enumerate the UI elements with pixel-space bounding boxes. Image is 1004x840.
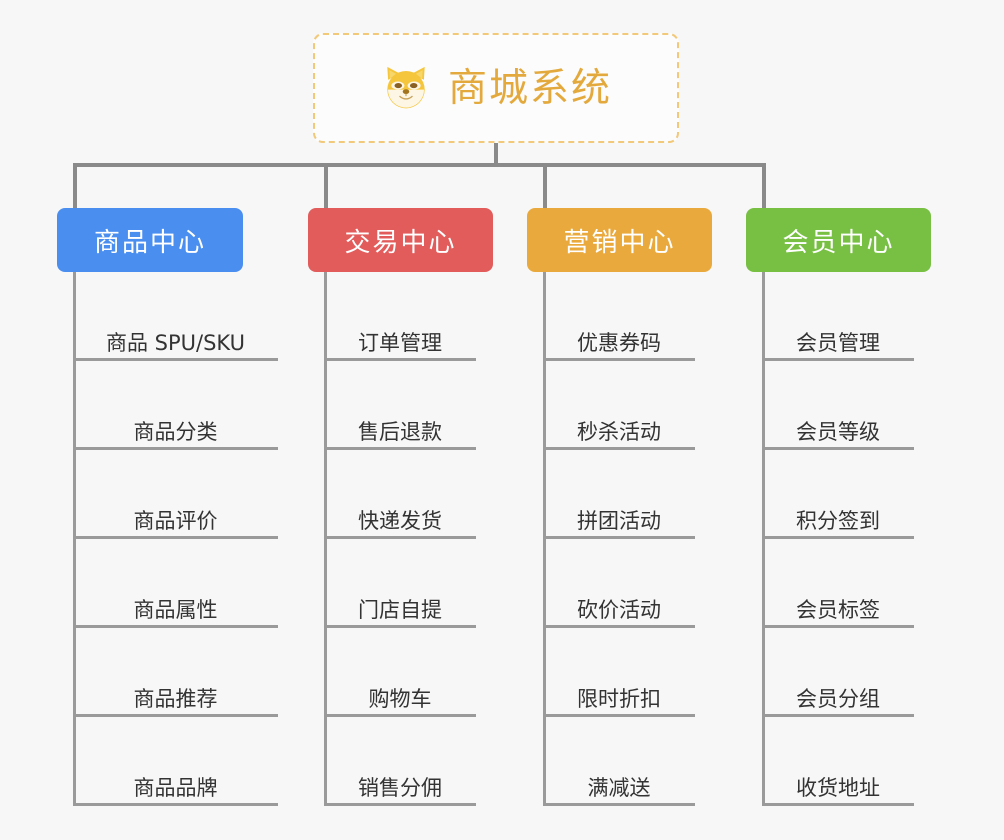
leaf-underline: [543, 803, 695, 806]
leaf-item[interactable]: 优惠券码: [543, 272, 695, 361]
root-node[interactable]: 商城系统: [313, 33, 679, 143]
leaf-item[interactable]: 商品品牌: [73, 717, 278, 806]
leaf-item[interactable]: 快递发货: [324, 450, 476, 539]
leaf-underline: [543, 358, 695, 361]
leaf-label: 门店自提: [358, 597, 442, 622]
leaf-column-3: 优惠券码秒杀活动拼团活动砍价活动限时折扣满减送: [543, 272, 695, 806]
branch-connector-bus: [73, 163, 766, 167]
leaf-label: 会员等级: [796, 419, 880, 444]
leaf-item[interactable]: 会员管理: [762, 272, 914, 361]
leaf-label: 商品 SPU/SKU: [105, 330, 246, 355]
leaf-underline: [324, 536, 476, 539]
leaf-underline: [73, 625, 278, 628]
leaf-item[interactable]: 销售分佣: [324, 717, 476, 806]
leaf-item[interactable]: 门店自提: [324, 539, 476, 628]
leaf-item[interactable]: 商品分类: [73, 361, 278, 450]
leaf-underline: [543, 447, 695, 450]
root-title: 商城系统: [447, 65, 612, 111]
leaf-label: 收货地址: [796, 775, 880, 800]
leaf-label: 会员管理: [796, 330, 880, 355]
leaf-label: 商品属性: [133, 597, 218, 622]
leaf-underline: [324, 625, 476, 628]
leaf-label: 秒杀活动: [577, 419, 661, 444]
leaf-column-2: 订单管理售后退款快递发货门店自提购物车销售分佣: [324, 272, 476, 806]
leaf-underline: [543, 625, 695, 628]
leaf-label: 订单管理: [358, 330, 442, 355]
leaf-label: 售后退款: [358, 419, 442, 444]
leaf-underline: [762, 358, 914, 361]
leaf-underline: [543, 714, 695, 717]
leaf-stem: [762, 272, 765, 806]
leaf-item[interactable]: 商品 SPU/SKU: [73, 272, 278, 361]
root-connector-stem: [494, 143, 498, 165]
leaf-label: 优惠券码: [577, 330, 661, 355]
leaf-item[interactable]: 会员分组: [762, 628, 914, 717]
leaf-label: 拼团活动: [577, 508, 661, 533]
leaf-underline: [762, 625, 914, 628]
shiba-inu-icon: [387, 66, 425, 109]
leaf-underline: [762, 447, 914, 450]
leaf-underline: [543, 536, 695, 539]
leaf-label: 积分签到: [796, 508, 880, 533]
leaf-label: 销售分佣: [358, 775, 442, 800]
leaf-label: 会员分组: [796, 686, 880, 711]
leaf-underline: [762, 536, 914, 539]
category-label: 营销中心: [563, 227, 676, 258]
leaf-label: 满减送: [587, 775, 651, 800]
category-box-3[interactable]: 营销中心: [527, 208, 712, 272]
leaf-item[interactable]: 拼团活动: [543, 450, 695, 539]
leaf-underline: [324, 358, 476, 361]
leaf-stem: [324, 272, 327, 806]
category-box-1[interactable]: 商品中心: [57, 208, 243, 272]
branch-drop-stem-1: [73, 163, 77, 208]
leaf-label: 商品推荐: [133, 686, 218, 711]
category-box-2[interactable]: 交易中心: [308, 208, 493, 272]
leaf-item[interactable]: 满减送: [543, 717, 695, 806]
leaf-underline: [762, 714, 914, 717]
leaf-item[interactable]: 售后退款: [324, 361, 476, 450]
leaf-label: 砍价活动: [577, 597, 661, 622]
category-label: 会员中心: [782, 227, 895, 258]
leaf-item[interactable]: 秒杀活动: [543, 361, 695, 450]
leaf-label: 商品分类: [133, 419, 218, 444]
leaf-underline: [324, 447, 476, 450]
leaf-item[interactable]: 砍价活动: [543, 539, 695, 628]
leaf-label: 限时折扣: [577, 686, 661, 711]
leaf-item[interactable]: 会员标签: [762, 539, 914, 628]
leaf-underline: [73, 447, 278, 450]
leaf-label: 购物车: [368, 686, 432, 711]
category-box-4[interactable]: 会员中心: [746, 208, 931, 272]
branch-drop-stem-4: [762, 163, 766, 208]
leaf-underline: [762, 803, 914, 806]
leaf-stem: [73, 272, 76, 806]
leaf-label: 快递发货: [358, 508, 442, 533]
leaf-underline: [324, 803, 476, 806]
leaf-underline: [324, 714, 476, 717]
leaf-column-1: 商品 SPU/SKU 商品分类商品评价商品属性商品推荐商品品牌: [73, 272, 278, 806]
leaf-item[interactable]: 商品属性: [73, 539, 278, 628]
leaf-item[interactable]: 商品评价: [73, 450, 278, 539]
leaf-underline: [73, 358, 278, 361]
branch-drop-stem-2: [324, 163, 328, 208]
leaf-item[interactable]: 会员等级: [762, 361, 914, 450]
leaf-item[interactable]: 积分签到: [762, 450, 914, 539]
branch-drop-stem-3: [543, 163, 547, 208]
category-label: 交易中心: [344, 227, 457, 258]
leaf-underline: [73, 536, 278, 539]
leaf-item[interactable]: 订单管理: [324, 272, 476, 361]
leaf-label: 会员标签: [796, 597, 880, 622]
leaf-label: 商品评价: [133, 508, 218, 533]
leaf-stem: [543, 272, 546, 806]
leaf-item[interactable]: 收货地址: [762, 717, 914, 806]
leaf-item[interactable]: 限时折扣: [543, 628, 695, 717]
leaf-underline: [73, 714, 278, 717]
leaf-label: 商品品牌: [133, 775, 218, 800]
leaf-item[interactable]: 商品推荐: [73, 628, 278, 717]
leaf-column-4: 会员管理会员等级积分签到会员标签会员分组收货地址: [762, 272, 914, 806]
leaf-item[interactable]: 购物车: [324, 628, 476, 717]
category-label: 商品中心: [93, 227, 206, 258]
leaf-underline: [73, 803, 278, 806]
